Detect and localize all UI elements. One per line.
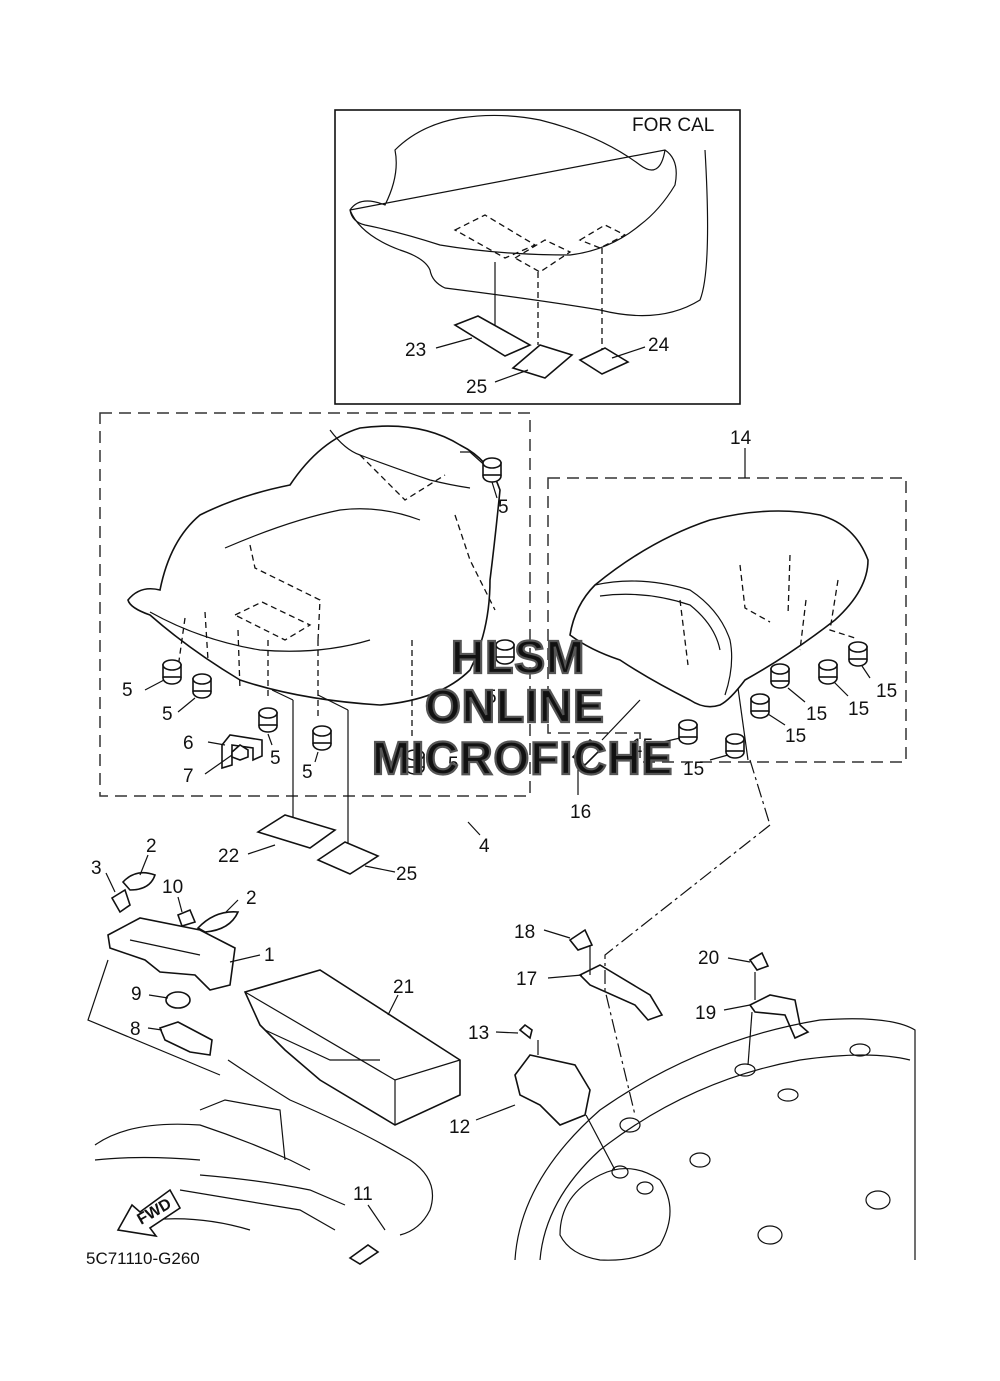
callout-23: 23 xyxy=(405,340,426,361)
callout-25-inset: 25 xyxy=(466,377,487,398)
grommet xyxy=(848,641,868,667)
grommet xyxy=(482,457,502,483)
callout-5d: 5 xyxy=(270,748,281,769)
callout-5b: 5 xyxy=(122,680,133,701)
bracket-19 xyxy=(748,994,810,1040)
callout-3: 3 xyxy=(91,858,102,879)
bolt-18 xyxy=(568,928,594,951)
grommet xyxy=(770,663,790,689)
callout-15f: 15 xyxy=(683,759,704,780)
sticker-25-inset xyxy=(511,344,574,379)
callout-8: 8 xyxy=(130,1019,141,1040)
passenger-seat xyxy=(569,510,869,826)
main-seat xyxy=(127,425,501,845)
callout-15e: 15 xyxy=(632,736,653,757)
inset-label: FOR CAL xyxy=(632,115,714,136)
grommet xyxy=(405,749,425,775)
callout-15c: 15 xyxy=(806,704,827,725)
callout-12: 12 xyxy=(449,1117,470,1138)
callout-4: 4 xyxy=(479,836,490,857)
callout-6: 6 xyxy=(183,733,194,754)
grommet xyxy=(678,719,698,745)
watermark-line-1: HLSM xyxy=(451,631,585,683)
bracket-12 xyxy=(514,1054,591,1126)
callout-5e: 5 xyxy=(302,762,313,783)
callout-17: 17 xyxy=(516,969,537,990)
callout-14: 14 xyxy=(730,428,752,449)
grommet xyxy=(818,659,838,685)
callout-7: 7 xyxy=(183,766,194,787)
inset-frame xyxy=(334,109,741,405)
callout-18: 18 xyxy=(514,922,535,943)
callout-1: 1 xyxy=(264,945,275,966)
callout-20: 20 xyxy=(698,948,719,969)
fwd-arrow: FWD xyxy=(116,1188,182,1238)
callout-2b: 2 xyxy=(246,888,257,909)
callout-22: 22 xyxy=(218,846,239,867)
washer-9 xyxy=(165,991,191,1009)
callouts: 23 25 24 14 5 5 5 5 5 5 5 6 7 4 22 25 15… xyxy=(91,335,897,1205)
sticker-24 xyxy=(578,347,630,375)
grommet xyxy=(750,693,770,719)
sticker-25-main xyxy=(316,841,380,875)
callout-15a: 15 xyxy=(876,681,897,702)
sticker-23 xyxy=(453,315,532,357)
grommet xyxy=(258,707,278,733)
diagram-code: 5C71110-G260 xyxy=(86,1249,200,1268)
callout-2a: 2 xyxy=(146,836,157,857)
callout-10: 10 xyxy=(162,877,183,898)
callout-24: 24 xyxy=(648,335,670,356)
rear-fender xyxy=(514,1018,916,1261)
bracket-17 xyxy=(578,964,664,1021)
callout-5a: 5 xyxy=(498,497,509,518)
bolt-13 xyxy=(518,1023,533,1040)
tray-21 xyxy=(243,969,461,1126)
callout-15b: 15 xyxy=(848,699,869,720)
grommets-5 xyxy=(162,457,515,775)
watermark-line-2: ONLINE xyxy=(425,680,605,732)
leader-lines xyxy=(105,448,871,1231)
bracket-6 xyxy=(221,734,263,770)
callout-9: 9 xyxy=(131,984,142,1005)
watermark: HLSM ONLINE MICROFICHE xyxy=(371,630,674,785)
grommet xyxy=(725,733,745,759)
callout-19: 19 xyxy=(695,1003,716,1024)
callout-11: 11 xyxy=(353,1184,373,1205)
grommet xyxy=(495,639,515,665)
main-seat-group-frame xyxy=(99,412,531,797)
callout-5g: 5 xyxy=(486,687,497,708)
frame-left xyxy=(94,1099,346,1231)
grommet xyxy=(312,725,332,751)
bolt-16 xyxy=(571,738,604,767)
cover-2-right xyxy=(196,911,240,933)
callout-25-main: 25 xyxy=(396,864,417,885)
sticker-22 xyxy=(256,814,337,849)
callout-15d: 15 xyxy=(785,726,806,747)
passenger-seat-group-frame xyxy=(547,477,907,763)
lock-plate-1 xyxy=(107,917,236,991)
nut-7 xyxy=(231,744,249,761)
cable-11 xyxy=(227,1059,434,1236)
callout-16: 16 xyxy=(570,802,591,823)
bolt-3 xyxy=(110,888,131,914)
lock-8 xyxy=(158,1021,213,1056)
callout-5c: 5 xyxy=(162,704,173,725)
watermark-line-3: MICROFICHE xyxy=(372,732,673,784)
nut-10 xyxy=(176,908,197,927)
grommet xyxy=(192,673,212,699)
cover-2-left xyxy=(121,871,157,891)
callout-21: 21 xyxy=(393,977,414,998)
grommets-15 xyxy=(678,641,868,759)
bolt-20 xyxy=(748,951,770,971)
inset-seat-outline xyxy=(349,114,709,350)
callout-5f: 5 xyxy=(448,754,459,775)
callout-13: 13 xyxy=(468,1023,489,1044)
inset-for-cal: FOR CAL xyxy=(334,109,741,405)
grommet xyxy=(162,659,182,685)
